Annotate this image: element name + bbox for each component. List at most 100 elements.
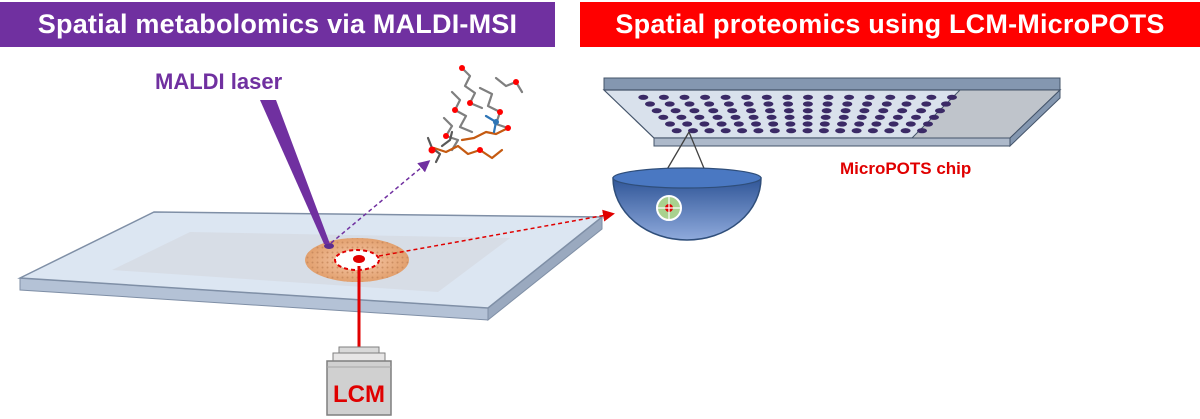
nanowell <box>803 94 813 100</box>
nanowell <box>905 121 916 127</box>
nanowell <box>802 108 813 114</box>
nanowell <box>821 108 832 114</box>
nanowell <box>823 94 834 100</box>
nanowell <box>748 114 759 120</box>
hemisphere-droplet-icon <box>612 131 762 241</box>
nanowell <box>769 128 780 134</box>
nanowell <box>665 121 675 127</box>
nanowell <box>901 101 912 107</box>
nanowell <box>676 114 687 120</box>
nanowell <box>835 128 846 134</box>
lcm-micropots-header: Spatial proteomics using LCM-MicroPOTS <box>580 2 1200 47</box>
nanowell <box>782 94 793 100</box>
micropots-chip-label: MicroPOTS chip <box>840 159 971 178</box>
nanowell <box>862 101 873 107</box>
nanowell <box>802 128 813 134</box>
ion-trajectory-arrow <box>330 160 431 244</box>
nanowell <box>859 108 870 114</box>
nanowell <box>851 128 862 134</box>
nanowell <box>723 101 734 107</box>
nanowell <box>768 121 779 127</box>
nanowell <box>746 108 757 114</box>
nanowell <box>916 108 927 114</box>
nanowell <box>688 128 698 134</box>
nanowell <box>670 108 681 114</box>
nanowell <box>929 114 939 120</box>
nanowell <box>784 114 795 120</box>
ion-cluster-icon <box>426 65 524 164</box>
nanowell <box>753 128 764 134</box>
nanowell <box>786 128 797 134</box>
nanowell <box>671 128 682 134</box>
nanowell <box>704 128 715 134</box>
nanowell <box>878 108 889 114</box>
nanowell <box>822 101 833 107</box>
nanowell <box>881 101 892 107</box>
nanowell <box>785 121 796 127</box>
nanowell <box>765 108 775 114</box>
nanowell <box>743 101 754 107</box>
nanowell <box>727 108 738 114</box>
tissue-section <box>305 238 409 282</box>
nanowell <box>658 114 669 120</box>
maldi-msi-header: Spatial metabolomics via MALDI-MSI <box>0 2 555 47</box>
nanowell <box>837 121 847 127</box>
nanowell <box>761 94 772 100</box>
nanowell <box>947 94 957 100</box>
nanowell <box>820 114 831 120</box>
nanowell <box>854 121 865 127</box>
nanowell <box>917 128 927 134</box>
nanowell <box>844 94 855 100</box>
nanowell <box>664 101 675 107</box>
nanowell <box>699 121 710 127</box>
nanowell <box>720 94 731 100</box>
maldi-laser-beam-icon <box>260 100 330 244</box>
nanowell <box>783 101 794 107</box>
nanowell <box>720 128 731 134</box>
nanowell <box>900 128 911 134</box>
nanowell <box>818 128 829 134</box>
microscope-objective-icon <box>326 346 392 416</box>
nanowell <box>730 114 741 120</box>
lcm-label: LCM <box>333 381 385 408</box>
nanowell <box>651 108 662 114</box>
nanowell <box>737 128 748 134</box>
nanowell <box>766 114 777 120</box>
nanowell <box>911 114 921 120</box>
nanowell <box>689 108 700 114</box>
nanowell <box>923 121 933 127</box>
nanowell <box>842 101 853 107</box>
nanowell <box>741 94 752 100</box>
nanowell <box>658 94 669 100</box>
nanowell <box>763 101 774 107</box>
nanowell <box>838 114 849 120</box>
nanowell <box>802 121 813 127</box>
nanowell <box>935 108 945 114</box>
nanowell <box>733 121 744 127</box>
nanowell <box>897 108 908 114</box>
nanowell <box>700 94 711 100</box>
nanowell <box>926 94 937 100</box>
nanowell <box>708 108 719 114</box>
nanowell <box>712 114 723 120</box>
nanowell <box>840 108 851 114</box>
nanowell <box>682 121 693 127</box>
nanowell <box>751 121 761 127</box>
nanowell <box>802 101 813 107</box>
nanowell <box>819 121 830 127</box>
nanowell <box>888 121 899 127</box>
nanowell <box>638 94 649 100</box>
nanowell <box>694 114 705 120</box>
nanowell <box>905 94 916 100</box>
nanowell <box>704 101 715 107</box>
nanowell <box>716 121 727 127</box>
nanowell <box>856 114 867 120</box>
nanowell <box>921 101 932 107</box>
nanowell <box>864 94 875 100</box>
nanowell <box>885 94 896 100</box>
nanowell-array <box>638 94 957 134</box>
maldi-laser-label: MALDI laser <box>155 69 283 94</box>
nanowell <box>871 121 882 127</box>
nanowell <box>783 108 794 114</box>
